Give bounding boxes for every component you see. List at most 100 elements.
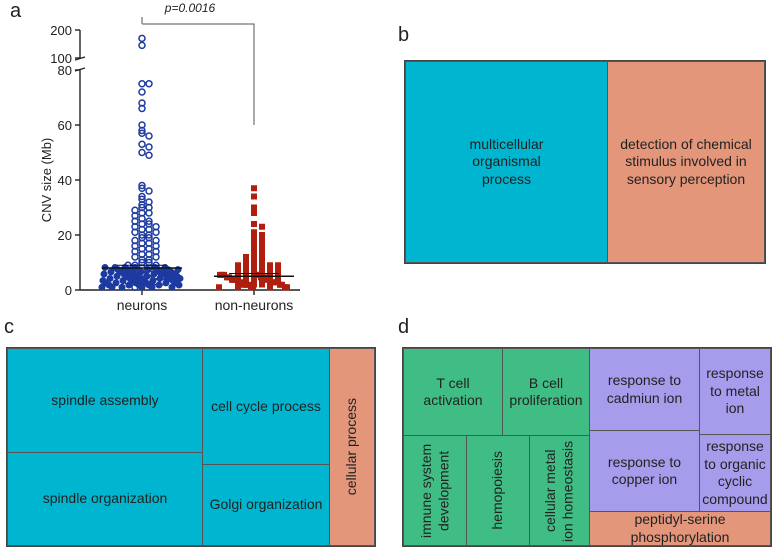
- treemap-c: spindle assembly spindle organization ce…: [6, 347, 376, 547]
- non-neuron-point: [259, 259, 265, 266]
- non-neuron-point: [270, 279, 276, 286]
- non-neuron-point: [229, 276, 235, 283]
- neuron-point: [138, 256, 146, 264]
- neuron-point: [152, 253, 160, 261]
- neuron-point: [127, 268, 135, 276]
- non-neuron-point: [251, 276, 257, 282]
- non-neuron-point: [275, 267, 281, 274]
- neuron-point: [132, 279, 140, 287]
- neuron-point: [138, 192, 146, 201]
- y-tick-label: 40: [58, 173, 72, 188]
- non-neuron-point: [243, 254, 249, 260]
- cell-b-cell-proliferation: B cell proliferation: [502, 348, 590, 436]
- non-neuron-point: [235, 262, 241, 269]
- cell-t-cell-activation: T cell activation: [403, 348, 503, 436]
- non-neuron-point: [251, 251, 257, 258]
- cell-cell-cycle-process: cell cycle process: [202, 348, 330, 465]
- neuron-point: [138, 140, 146, 148]
- neuron-point: [176, 274, 184, 282]
- neuron-point: [149, 277, 157, 285]
- non-neuron-point: [253, 271, 259, 278]
- cell-response-to-cadmiun-ion: response to cadmiun ion: [589, 348, 700, 431]
- non-neuron-point: [267, 284, 273, 291]
- non-neuron-point: [251, 265, 257, 271]
- neuron-point: [102, 279, 110, 287]
- cell-multicellular-organismal-process: multicellular organismal process: [405, 61, 608, 263]
- neuron-point: [162, 279, 170, 287]
- neuron-point: [139, 277, 147, 285]
- non-neuron-point: [251, 221, 257, 227]
- y-axis-label: CNV size (Mb): [39, 138, 54, 223]
- non-neuron-point: [217, 271, 223, 278]
- non-neuron-point: [235, 284, 241, 291]
- panel-label-b: b: [398, 24, 410, 46]
- neuron-point: [98, 283, 106, 291]
- non-neuron-point: [277, 281, 283, 288]
- neuron-point: [118, 283, 126, 291]
- neuron-point: [155, 281, 163, 289]
- immune-system-development-label: imnune system development: [417, 443, 452, 538]
- treemap-b: multicellular organismal process detecti…: [404, 60, 766, 264]
- neuron-point: [145, 132, 153, 140]
- non-neuron-point: [251, 240, 257, 247]
- neuron-point: [145, 217, 153, 225]
- neuron-point: [152, 228, 160, 236]
- non-neuron-point: [259, 223, 265, 230]
- neuron-point: [170, 270, 178, 278]
- x-label-neurons: neurons: [117, 297, 168, 313]
- non-neuron-point: [259, 232, 265, 238]
- neuron-point: [133, 272, 141, 280]
- non-neuron-point: [236, 279, 242, 286]
- neuron-point: [107, 268, 115, 276]
- neuron-point: [138, 231, 146, 239]
- neuron-point: [156, 274, 164, 282]
- cell-peptidyl-serine-phosphorylation: peptidyl-serine phosphorylation: [589, 511, 771, 546]
- y-tick-label: 20: [58, 228, 72, 243]
- cell-immune-system-development: imnune system development: [403, 435, 467, 546]
- non-neuron-point: [251, 210, 257, 216]
- neuron-point: [175, 281, 183, 289]
- non-neuron-point: [224, 274, 230, 281]
- neuron-point: [108, 283, 116, 291]
- neuron-point: [138, 283, 146, 291]
- non-neuron-point: [251, 259, 257, 266]
- neuron-point: [126, 274, 134, 282]
- cell-response-to-metal-ion: response to metal ion: [699, 348, 771, 435]
- non-neuron-point: [259, 237, 265, 244]
- non-neuron-point: [248, 284, 254, 291]
- non-neuron-point: [267, 262, 273, 269]
- neuron-point: [168, 283, 176, 291]
- neuron-point: [138, 41, 146, 50]
- neuron-point: [113, 272, 121, 280]
- cell-spindle-organization: spindle organization: [7, 452, 203, 546]
- non-neuron-point: [259, 243, 265, 249]
- neuron-point: [150, 270, 158, 278]
- non-neuron-point: [259, 248, 265, 255]
- neuron-point: [131, 253, 139, 261]
- cell-spindle-assembly: spindle assembly: [7, 348, 203, 453]
- neuron-point: [120, 270, 128, 278]
- neuron-point: [138, 184, 146, 192]
- significance-bracket: [141, 17, 255, 125]
- non-neuron-point: [251, 185, 257, 192]
- neuron-point: [138, 88, 146, 96]
- non-neuron-point: [251, 245, 257, 252]
- non-neuron-point: [258, 274, 264, 281]
- neuron-point: [169, 277, 177, 285]
- y-tick-label: 80: [58, 63, 72, 78]
- non-neuron-point: [282, 284, 288, 291]
- non-neuron-point: [243, 259, 249, 266]
- neuron-point: [119, 277, 127, 285]
- y-tick-label: 100: [50, 51, 72, 66]
- hemopoiesis-label: hemopoiesis: [489, 451, 506, 530]
- neuron-point: [138, 104, 146, 113]
- y-tick-label: 0: [65, 283, 72, 298]
- x-label-non-neurons: non-neurons: [215, 297, 294, 313]
- neuron-point: [137, 268, 145, 276]
- neuron-point: [125, 281, 133, 289]
- y-axis: [74, 30, 300, 295]
- non-neuron-point: [259, 265, 265, 271]
- panel-label-a: a: [10, 0, 22, 22]
